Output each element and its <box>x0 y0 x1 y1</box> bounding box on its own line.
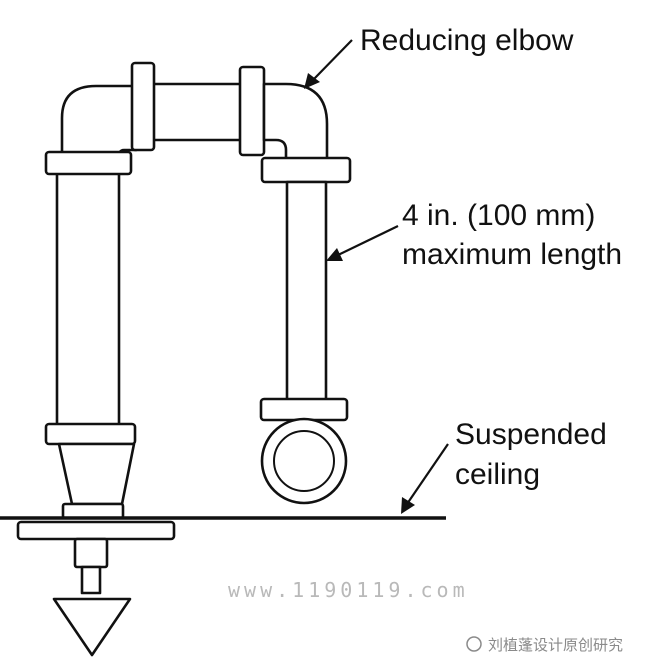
suspended-ceiling-label-line1: Suspended <box>455 418 607 451</box>
watermark-brand-text: 刘植蓬设计原创研究 <box>488 636 623 654</box>
sprinkler-assembly <box>16 442 176 657</box>
reducing-elbow-label: Reducing elbow <box>360 24 574 57</box>
left-drop-pipe <box>44 84 138 446</box>
leader-arrows <box>304 39 449 514</box>
reducing-elbow <box>262 82 329 162</box>
suspended-ceiling-label-line2: ceiling <box>455 458 540 491</box>
wechat-icon <box>466 636 482 652</box>
max-length-label-line2: maximum length <box>402 238 622 271</box>
watermark-url: www.1190119.com <box>228 578 469 602</box>
watermark-brand: 刘植蓬设计原创研究 <box>466 636 623 654</box>
right-drop-pipe <box>259 156 352 505</box>
top-horizontal-pipe <box>130 61 266 157</box>
max-length-label-line1: 4 in. (100 mm) <box>402 199 595 232</box>
